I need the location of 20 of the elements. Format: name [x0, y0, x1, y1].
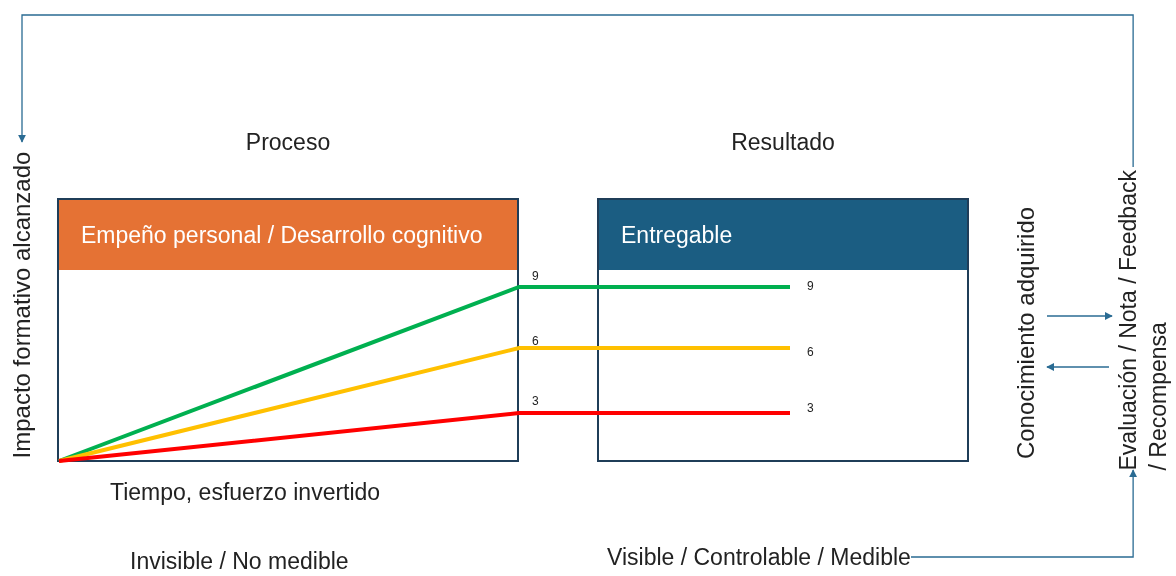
note-text: Invisible / No medible: [130, 547, 349, 575]
vertical-text: Conocimiento adquirido: [1010, 190, 1042, 475]
value-label: 6: [532, 333, 539, 349]
panel-heading: Resultado: [730, 128, 836, 157]
value-label: 9: [532, 268, 539, 284]
value-label: 3: [807, 400, 814, 416]
arrow: [1046, 363, 1110, 371]
vertical-text: Impacto formativo alcanzado: [6, 142, 38, 467]
value-label: 9: [807, 278, 814, 294]
value-label: 6: [807, 344, 814, 360]
arrow: [910, 469, 1138, 558]
note-text: Tiempo, esfuerzo invertido: [110, 478, 381, 506]
caption-text: Visible / Controlable / Medible: [607, 543, 911, 571]
panel-heading: Proceso: [244, 128, 332, 157]
panel-header: Empeño personal / Desarrollo cognitivo: [59, 200, 517, 270]
arrow: [18, 14, 1134, 168]
arrow: [1046, 312, 1113, 320]
vertical-text: Evaluación / Nota / Feedback / Recompensa: [1112, 167, 1176, 470]
panel-header: Entregable: [599, 200, 967, 270]
value-label: 3: [532, 393, 539, 409]
